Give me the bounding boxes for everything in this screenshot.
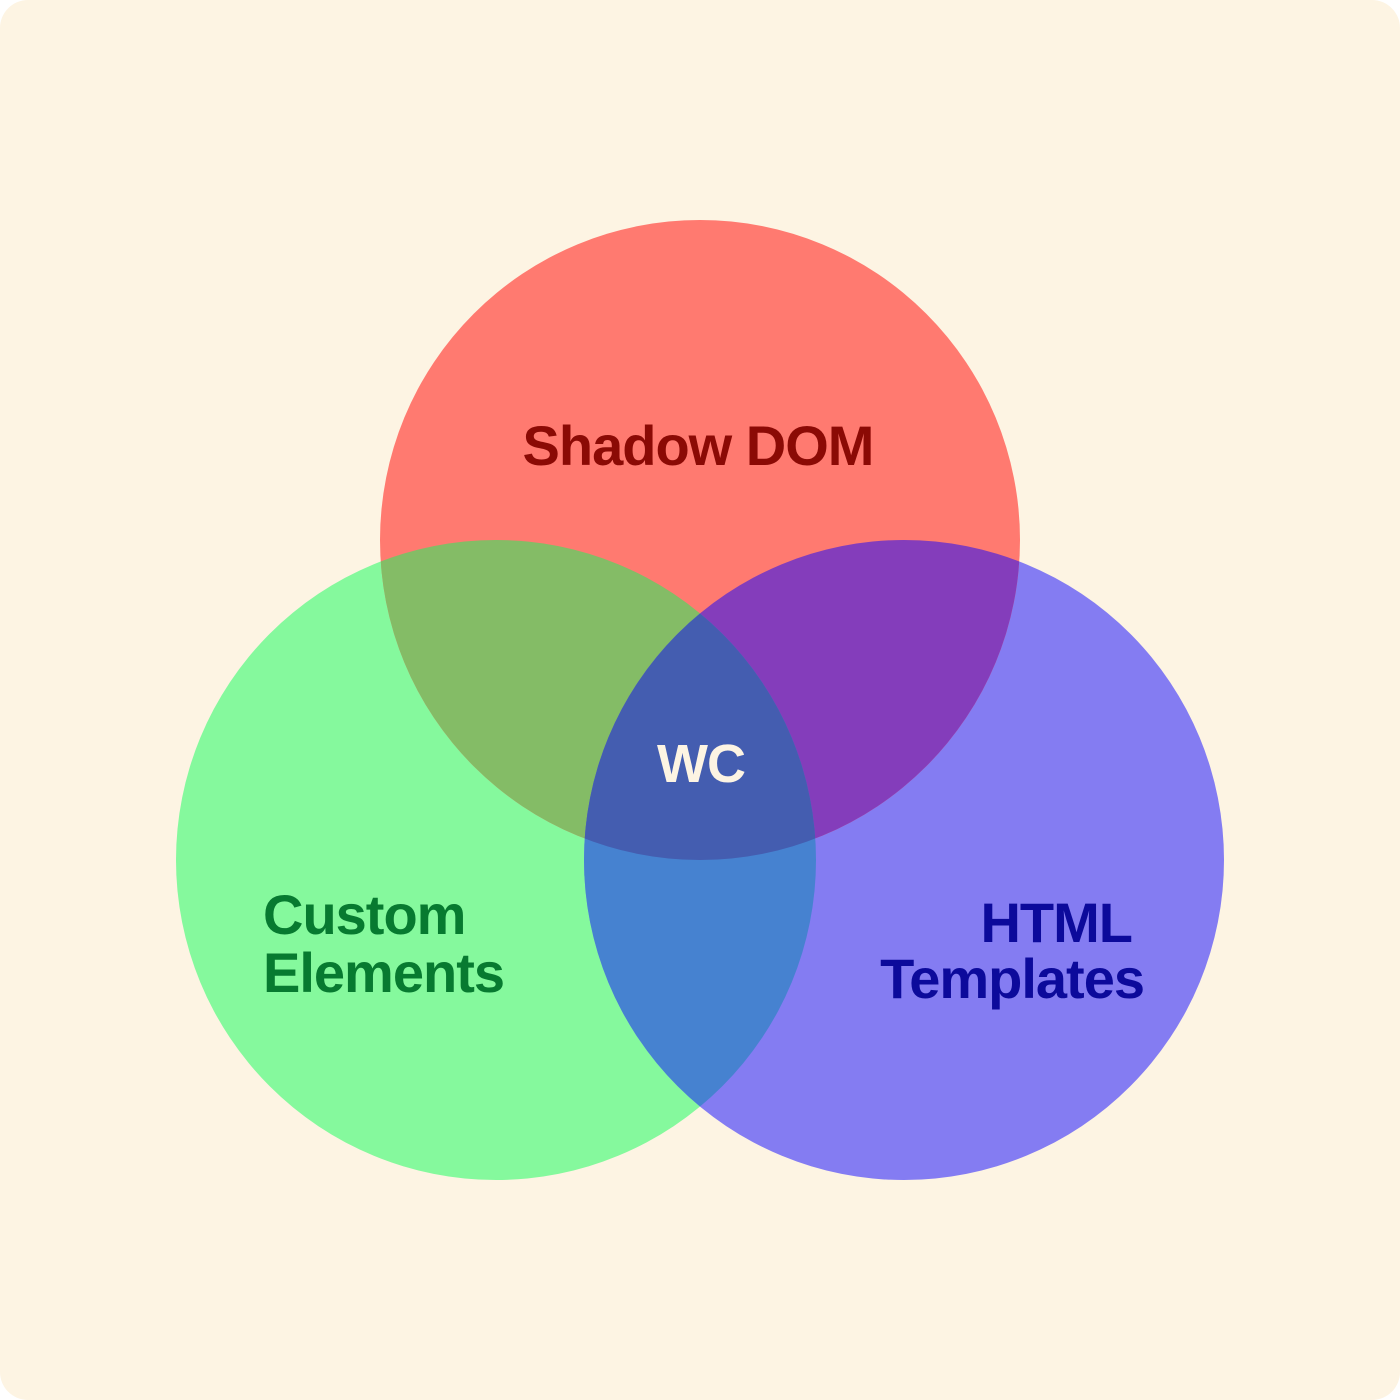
center-overlap [584,540,816,860]
html-templates-label-line1: HTML [980,891,1132,954]
custom-elements-label-line1: Custom [263,883,465,946]
custom-elements-label-line2: Elements [263,941,504,1004]
html-templates-label-line2: Templates [880,947,1144,1010]
shadow-dom-label: Shadow DOM [523,414,874,477]
center-label: WC [657,734,745,794]
